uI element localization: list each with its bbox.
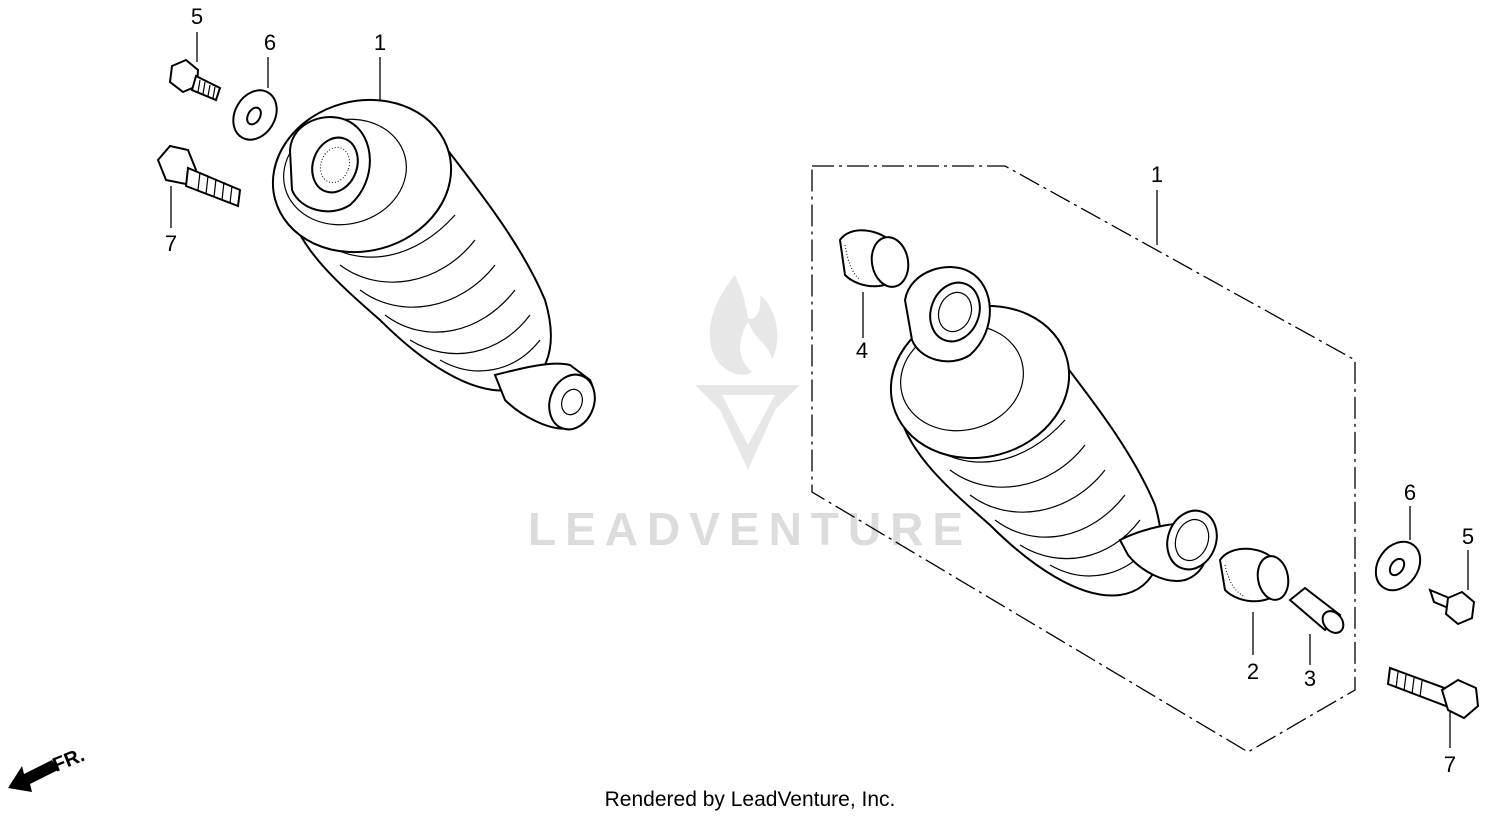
washer-6-left: [232, 57, 278, 141]
callout-3-right: 3: [1304, 666, 1316, 691]
bolt-5-left: [168, 32, 222, 102]
kit-outline: [811, 165, 1356, 753]
bolt-7-right: [1386, 666, 1480, 748]
callout-6-right: 6: [1404, 480, 1416, 505]
watermark-text: LEADVENTURE: [528, 503, 972, 555]
shock-absorber-left: [271, 57, 596, 431]
bolt-7-left: [156, 144, 242, 228]
shock-absorber-right: [889, 266, 1218, 597]
callout-2-right: 2: [1247, 659, 1259, 684]
bushing-2: [1218, 547, 1290, 655]
render-credit: Rendered by LeadVenture, Inc.: [604, 788, 896, 811]
bushing-4: [838, 229, 910, 338]
callout-1-right: 1: [1151, 162, 1163, 187]
callout-5-left: 5: [191, 4, 203, 29]
washer-6-right: [1374, 506, 1422, 592]
leadventure-watermark-logo: [695, 275, 800, 470]
front-direction-label: FR.: [50, 744, 88, 776]
callout-6-left: 6: [264, 30, 276, 55]
collar-3: [1288, 586, 1345, 665]
bolt-5-right: [1428, 550, 1476, 626]
callout-1-left: 1: [374, 30, 386, 55]
front-direction-arrow-icon: [8, 760, 58, 792]
callout-7-right: 7: [1444, 752, 1456, 777]
callout-5-right: 5: [1462, 524, 1474, 549]
callout-7-left: 7: [165, 231, 177, 256]
callout-4-right: 4: [856, 338, 868, 363]
